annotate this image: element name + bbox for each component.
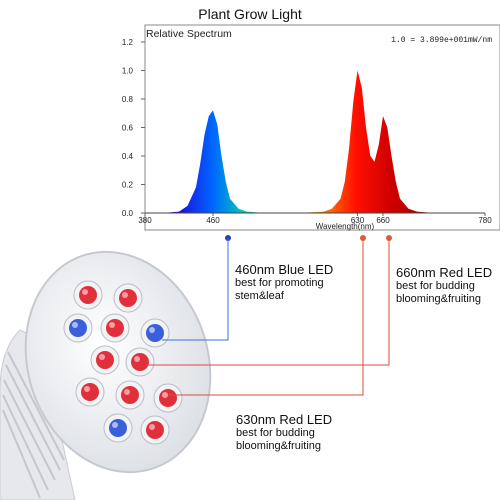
y-tick-label: 0.4	[122, 152, 134, 161]
y-axis: 0.0 0.2 0.4 0.6 0.8 1.0 1.2	[122, 38, 145, 218]
blue-led	[103, 413, 133, 443]
red-led	[153, 383, 183, 413]
y-tick-label: 1.0	[122, 67, 134, 76]
connector-lines	[146, 235, 392, 396]
label-460-head: 460nm Blue LED	[235, 262, 334, 277]
blue-led	[63, 313, 93, 343]
red-led	[73, 280, 103, 310]
x-tick-label: 660	[376, 216, 390, 225]
y-tick-label: 0.2	[122, 181, 134, 190]
led-array	[63, 280, 183, 445]
label-660-desc: best for budding blooming&fruiting	[396, 280, 481, 305]
page-title: Plant Grow Light	[198, 6, 302, 22]
chart-annotation: 1.0 = 3.899e+001mW/nm	[391, 36, 492, 45]
label-660-head: 660nm Red LED	[396, 265, 493, 280]
red-led	[140, 415, 170, 445]
red630-connector-line	[168, 238, 364, 396]
lamp-fins	[2, 351, 65, 499]
blue-connector-line	[162, 238, 229, 341]
label-630-desc: best for budding blooming&fruiting	[236, 427, 321, 452]
red-led	[115, 380, 145, 410]
label-630-head: 630nm Red LED	[236, 412, 333, 427]
red-led	[100, 313, 130, 343]
red-led	[125, 347, 155, 377]
label-630nm-red: 630nm Red LED best for budding blooming&…	[236, 412, 356, 453]
x-tick-label: 780	[478, 216, 492, 225]
y-tick-label: 0.6	[122, 124, 134, 133]
chart-title: Relative Spectrum	[146, 28, 232, 40]
y-tick-label: 1.2	[122, 38, 134, 47]
red-led	[113, 283, 143, 313]
y-tick-label: 0.0	[122, 209, 134, 218]
x-axis-label: Wavelength(nm)	[316, 222, 375, 231]
y-tick-label: 0.8	[122, 95, 134, 104]
blue-led	[140, 318, 170, 348]
label-460-desc: best for promoting stem&leaf	[235, 277, 324, 302]
red660-connector-line	[146, 238, 390, 366]
label-660nm-red: 660nm Red LED best for budding blooming&…	[396, 265, 500, 306]
red-led	[75, 377, 105, 407]
x-tick-label: 630	[351, 216, 365, 225]
red-led	[90, 345, 120, 375]
x-tick-label: 460	[206, 216, 220, 225]
spectrum-series-area	[162, 70, 451, 213]
label-460nm-blue: 460nm Blue LED best for promoting stem&l…	[235, 262, 365, 303]
led-lamp-image	[0, 250, 212, 500]
x-tick-label: 380	[138, 216, 152, 225]
